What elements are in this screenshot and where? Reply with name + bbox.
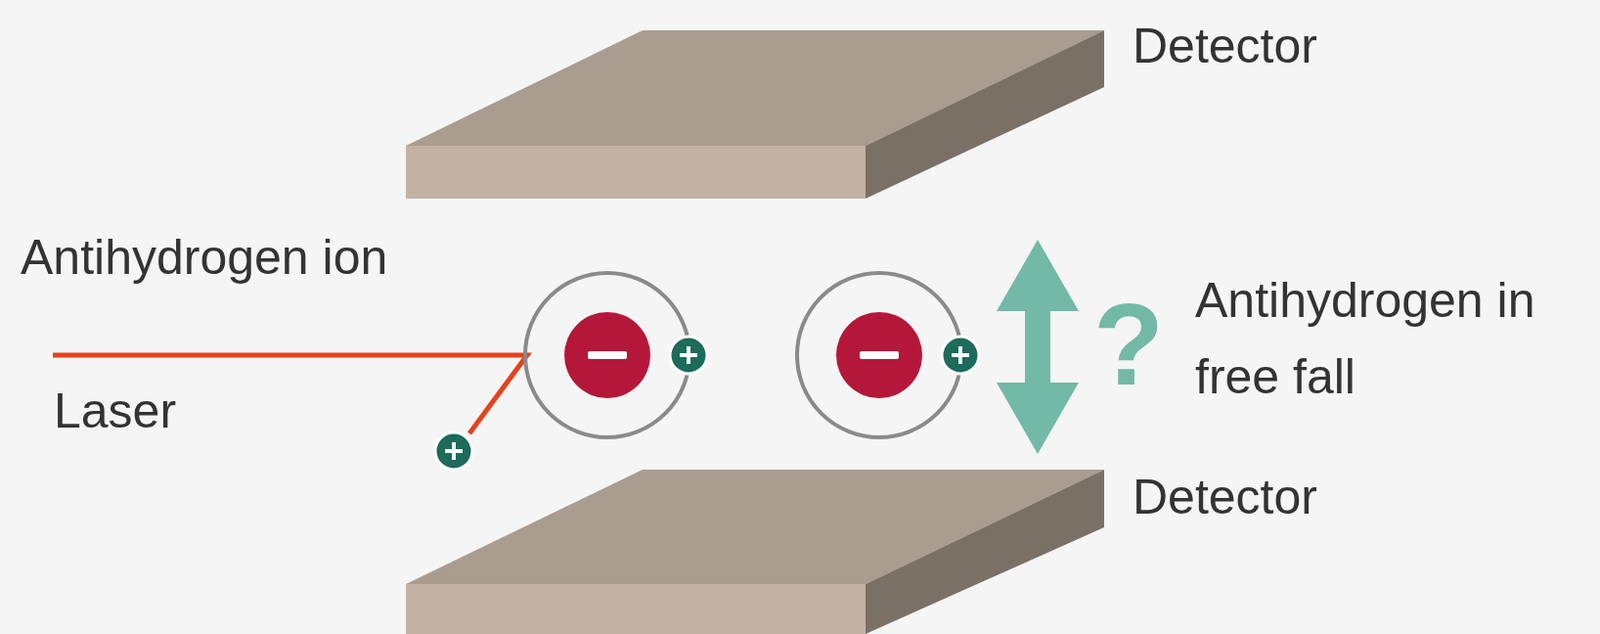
ejected-positron <box>435 432 473 470</box>
free-fall-label: Antihydrogen in free fall <box>1195 262 1587 415</box>
detector-label: Detector <box>1132 467 1318 527</box>
ion-label: Antihydrogen ion <box>20 227 388 287</box>
double-arrow <box>996 239 1079 454</box>
question-mark: ? <box>1093 286 1164 402</box>
bottom-detector-plate <box>405 469 1105 634</box>
antihydrogen-ion <box>525 272 708 438</box>
laser-label: Laser <box>53 381 177 441</box>
antihydrogen-atom <box>797 272 979 438</box>
detector-label: Detector <box>1132 16 1318 76</box>
top-detector-plate <box>405 30 1105 199</box>
